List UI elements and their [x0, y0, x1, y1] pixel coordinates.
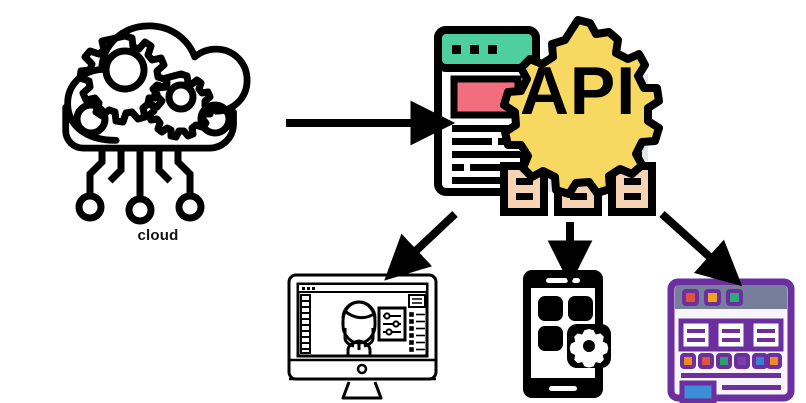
desktop-bezel: [289, 358, 436, 381]
cloud-node: [58, 18, 258, 225]
webpage-swatches: [680, 353, 782, 369]
cloud-circle-right: [197, 101, 233, 137]
webpage-divider: [681, 373, 781, 378]
api-gear-badge-icon: API: [434, 16, 663, 216]
cloud-circuit-nodes: [75, 192, 205, 225]
phone-home-bar: [549, 386, 577, 391]
api-node: API: [428, 16, 678, 217]
cloud-gears-circuit-icon: [62, 22, 251, 225]
cloud-gear-large: [76, 32, 171, 126]
card-2: [713, 318, 749, 352]
card-3: [748, 318, 784, 352]
api-window-dots: [452, 45, 497, 54]
smartphone-apps-gear-icon: [523, 270, 611, 398]
phone-app-tiles: [538, 296, 593, 351]
desktop-layers-panel: [408, 294, 426, 352]
desktop-toolbar: [300, 294, 311, 354]
api-badge-text: API: [520, 53, 636, 129]
webpage-cards: [678, 318, 784, 352]
cloud-label: cloud: [137, 227, 179, 244]
cloud-gear-small: [144, 70, 215, 141]
tile-2: [568, 296, 593, 321]
desktop-photo-editor-icon: [287, 273, 438, 400]
gear-icon: [569, 329, 609, 368]
cloud-circuit-traces: [86, 151, 194, 199]
desktop-titlebar-dots: [302, 287, 315, 290]
desktop-monitor-node: [286, 272, 454, 400]
mobile-phone-node: [519, 268, 619, 400]
webpage-node: [667, 278, 795, 403]
desktop-portrait: [341, 300, 377, 356]
tile-1: [538, 296, 563, 321]
webpage-footer: [679, 380, 781, 403]
arrow-api-to-desktop: [384, 211, 458, 281]
desktop-stand: [341, 381, 383, 400]
tile-3: [538, 326, 563, 351]
phone-speaker: [546, 278, 580, 283]
web-page-layout-icon: [667, 278, 795, 403]
api-gear: API: [500, 16, 663, 198]
desktop-sliders-panel: [377, 306, 407, 342]
cloud-circle-left: [73, 101, 109, 137]
arrow-api-to-webpage: [659, 211, 743, 287]
webpage-titlebar-dots: [682, 289, 743, 306]
card-1: [678, 318, 714, 352]
tile-settings: [567, 324, 611, 368]
